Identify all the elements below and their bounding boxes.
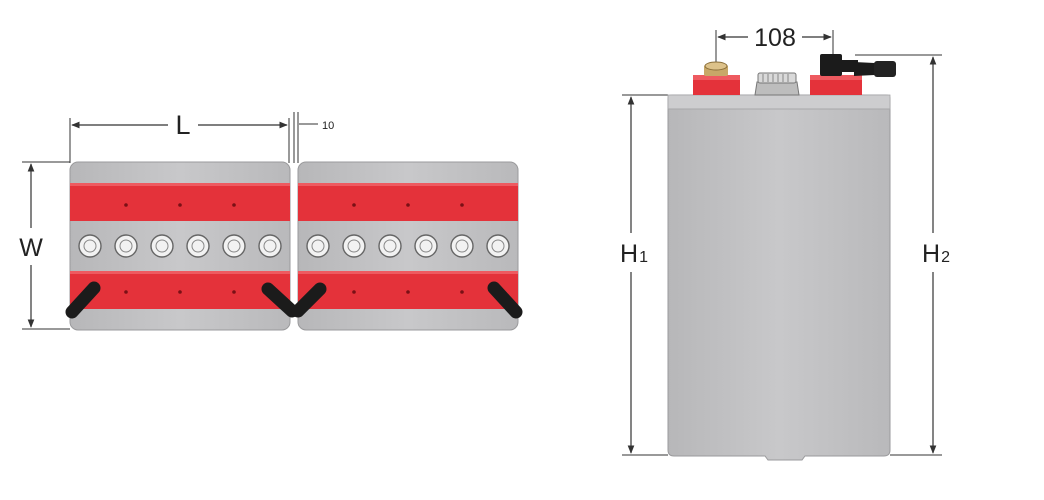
gap-label: 10	[322, 120, 334, 132]
h1-dimension: H1	[620, 94, 668, 456]
gap-dimension: 10	[293, 112, 334, 163]
cable-left-1	[65, 281, 101, 319]
top-view: L 10 W	[19, 110, 523, 331]
h2-label: H2	[922, 240, 950, 268]
vent-row	[306, 234, 510, 258]
vent-plug	[754, 72, 800, 96]
width-dimension: W	[19, 161, 70, 330]
terminal-spacing-label: 108	[754, 24, 796, 52]
width-label: W	[19, 234, 43, 262]
positive-terminal	[693, 61, 740, 95]
h1-label: H1	[620, 240, 648, 268]
top-cell-left	[65, 161, 299, 331]
h2-dimension: H2	[855, 54, 950, 456]
cable-side	[854, 61, 896, 77]
cable-left-2	[261, 282, 299, 318]
cable-right-2	[487, 281, 523, 319]
cable-right-1	[291, 282, 327, 318]
vent-row	[78, 234, 282, 258]
terminal-spacing-dimension: 108	[715, 24, 834, 68]
side-view: 108 H1 H2	[620, 24, 950, 461]
negative-terminal	[810, 54, 862, 95]
length-label: L	[175, 110, 190, 140]
side-cell	[667, 54, 896, 461]
length-dimension: L	[69, 110, 290, 163]
top-cell-right	[291, 161, 523, 331]
